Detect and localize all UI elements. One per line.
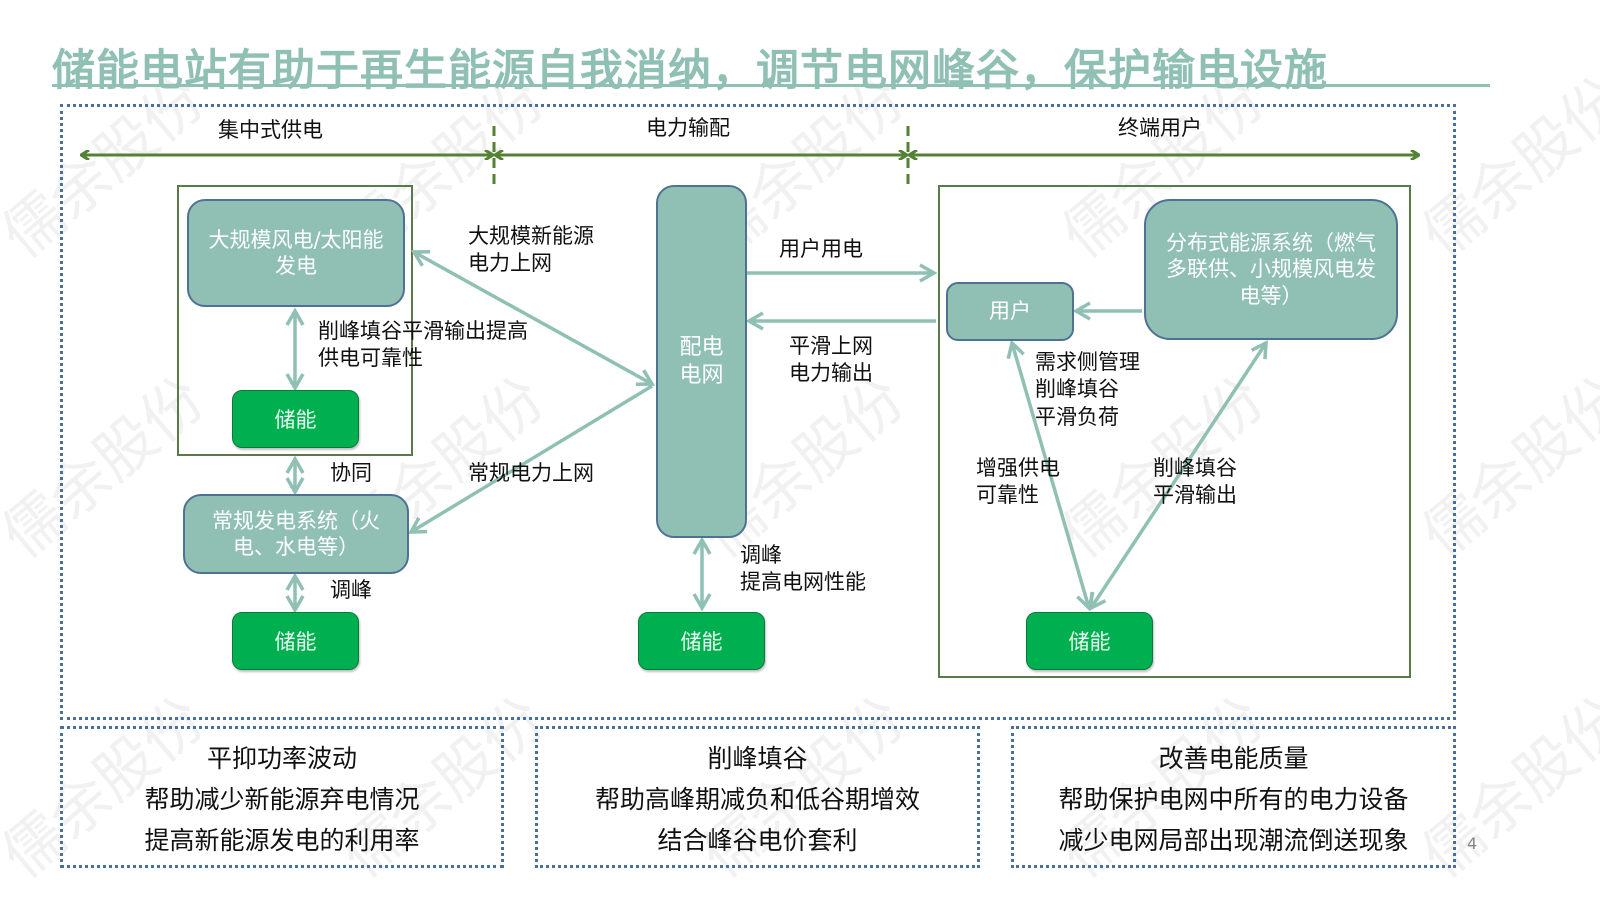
summary-1-line-3: 提高新能源发电的利用率 — [144, 826, 420, 855]
arrow-user-storage — [1006, 339, 1095, 612]
node-user: 用户 — [946, 282, 1074, 341]
end-user-group-box — [938, 185, 1411, 678]
label-conventional-grid: 常规电力上网 — [468, 461, 594, 485]
summary-1-line-2: 帮助减少新能源弃电情况 — [144, 785, 420, 814]
label-user-grid: 平滑上网 电力输出 — [789, 334, 873, 386]
section-label-centralized: 集中式供电 — [218, 118, 323, 142]
summary-3-line-3: 减少电网局部出现潮流倒送现象 — [1058, 826, 1409, 855]
section-label-end-user: 终端用户 — [1118, 116, 1202, 140]
label-storage-conventional: 协同 — [330, 461, 372, 485]
summary-box-2 — [535, 726, 980, 868]
diagram-frame — [60, 104, 1456, 720]
node-conventional-generation: 常规发电系统（火电、水电等） — [183, 494, 409, 574]
summary-2-line-1: 削峰填谷 — [707, 744, 808, 773]
label-grid-storage: 调峰 提高电网性能 — [740, 543, 866, 595]
node-renewable-generation: 大规模风电/太阳能发电 — [187, 199, 405, 307]
arrow-conventional-grid — [407, 384, 653, 534]
summary-2-line-2: 帮助高峰期减负和低谷期增效 — [594, 785, 920, 814]
summary-2-line-3: 结合峰谷电价套利 — [657, 826, 858, 855]
summary-3-line-1: 改善电能质量 — [1158, 744, 1309, 773]
label-user-storage-demand: 需求侧管理 削峰填谷 平滑负荷 — [1035, 350, 1140, 429]
summary-1-line-1: 平抑功率波动 — [206, 744, 357, 773]
summary-text-1: 平抑功率波动 帮助减少新能源弃电情况 提高新能源发电的利用率 — [60, 738, 504, 861]
summary-text-2: 削峰填谷 帮助高峰期减负和低谷期增效 结合峰谷电价套利 — [535, 738, 980, 861]
arrow-distributed-storage — [1089, 340, 1268, 611]
node-distribution-grid: 配电电网 — [656, 185, 747, 538]
summary-box-3 — [1011, 726, 1456, 868]
node-storage-grid: 储能 — [638, 612, 765, 670]
node-storage-centralized-2: 储能 — [232, 612, 359, 670]
title-underline — [52, 84, 1490, 87]
section-label-transmission: 电力输配 — [646, 116, 730, 140]
label-user-storage-reliability: 增强供电 可靠性 — [976, 456, 1060, 508]
label-grid-user: 用户用电 — [779, 237, 863, 261]
node-storage-end-user: 储能 — [1026, 612, 1153, 670]
arrow-renewable-grid — [410, 250, 656, 386]
page-title: 储能电站有助于再生能源自我消纳，调节电网峰谷，保护输电设施 — [52, 46, 1328, 96]
page-number: 4 — [1467, 834, 1478, 853]
summary-text-3: 改善电能质量 帮助保护电网中所有的电力设备 减少电网局部出现潮流倒送现象 — [1011, 738, 1456, 861]
label-conventional-storage: 调峰 — [330, 578, 372, 602]
node-storage-centralized-1: 储能 — [232, 390, 359, 448]
label-distributed-storage: 削峰填谷 平滑输出 — [1153, 456, 1237, 508]
summary-box-1 — [60, 726, 504, 868]
label-renewable-storage: 削峰填谷平滑输出提高 供电可靠性 — [318, 319, 528, 371]
summary-3-line-2: 帮助保护电网中所有的电力设备 — [1058, 785, 1409, 814]
label-renewable-grid: 大规模新能源 电力上网 — [468, 224, 594, 276]
node-distributed-energy: 分布式能源系统（燃气多联供、小规模风电发电等） — [1144, 199, 1398, 340]
